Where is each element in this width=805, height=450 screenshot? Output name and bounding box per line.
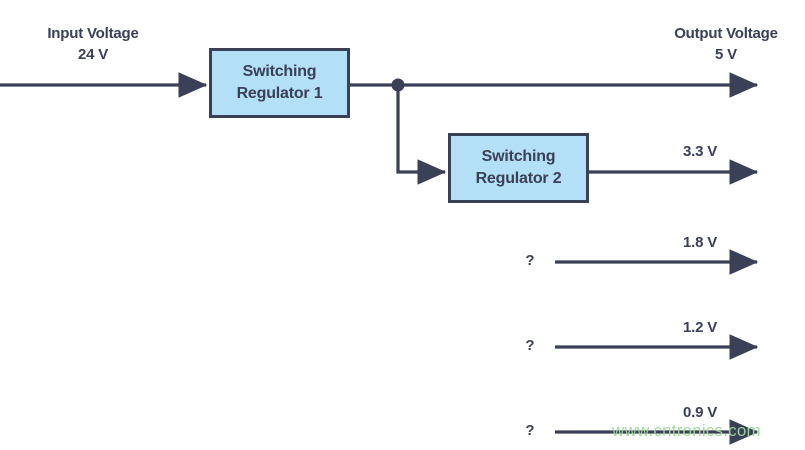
block-reg2-line1: Switching <box>481 148 556 166</box>
output-voltage-label: Output Voltage 5 V <box>646 23 805 66</box>
block-reg1-line2: Regulator 1 <box>236 85 323 102</box>
rail-label-0v9: 0.9 V <box>682 404 718 421</box>
rail-label-1v8: 1.8 V <box>682 234 718 251</box>
block-switching-regulator-1: Switching Regulator 1 <box>209 48 350 118</box>
block-reg1-line1: Switching <box>242 63 317 81</box>
block-switching-regulator-2: Switching Regulator 2 <box>448 133 589 203</box>
input-voltage-label: Input Voltage 24 V <box>13 23 173 66</box>
unknown-source-marker-0v9: ? <box>525 422 535 439</box>
unknown-source-marker-1v2: ? <box>525 337 535 354</box>
unknown-source-marker-1v8: ? <box>525 252 535 269</box>
wire-junction-to-reg2 <box>396 85 447 185</box>
input-voltage-value: 24 V <box>77 46 109 64</box>
output-voltage-value: 5 V <box>715 46 737 64</box>
rail-label-1v2: 1.2 V <box>682 319 718 336</box>
output-voltage-title: Output Voltage <box>674 25 778 42</box>
rail-label-3v3: 3.3 V <box>682 143 718 160</box>
block-reg2-line2: Regulator 2 <box>475 170 562 187</box>
watermark-text: www.cntronics.com <box>612 421 761 440</box>
input-voltage-title: Input Voltage <box>47 25 139 42</box>
